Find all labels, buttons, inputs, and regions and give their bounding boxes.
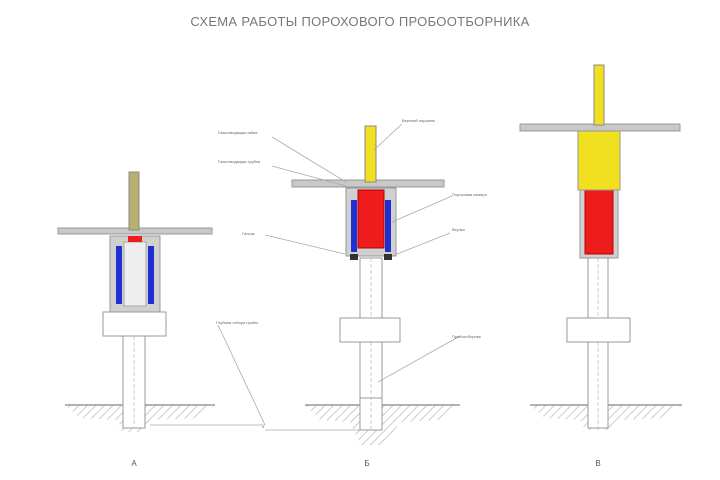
diagram-title: СХЕМА РАБОТЫ ПОРОХОВОГО ПРОБООТБОРНИКА — [190, 14, 530, 29]
caption-a: А — [131, 459, 137, 468]
piston-c — [577, 129, 621, 191]
caption-c: В — [595, 459, 600, 468]
rod-b — [364, 125, 377, 183]
rod-a — [128, 171, 140, 231]
bushing-a — [102, 311, 167, 337]
label-tube: Пробоотборник — [452, 334, 481, 339]
label-sleeve: Гильза — [242, 231, 255, 236]
label-bushing: Втулка — [452, 227, 465, 232]
leader-lines — [150, 123, 461, 431]
assembly-a: А — [57, 171, 215, 468]
charge-left-a — [116, 246, 122, 304]
assembly-b: Газоотводящая гайка Газоотводящая трубка… — [150, 118, 488, 468]
assembly-c: В — [519, 64, 682, 468]
rod-c — [593, 64, 605, 126]
powder-chamber-b — [357, 189, 385, 249]
label-depth-mark: h — [262, 424, 264, 429]
label-gas-nut: Газоотводящая гайка — [218, 130, 258, 135]
bushing-c — [566, 317, 631, 343]
label-sampling-depth: Глубина отбора пробы — [216, 320, 258, 325]
label-upper-piston: Верхний поршень — [402, 118, 435, 123]
charge-right-a — [148, 246, 154, 304]
caption-b: Б — [364, 459, 369, 468]
label-powder-chamber: Пороховая камера — [452, 192, 488, 197]
bushing-b — [339, 317, 401, 343]
label-gas-tube: Газоотводящая трубка — [218, 159, 261, 164]
powder-chamber-c — [584, 187, 614, 255]
